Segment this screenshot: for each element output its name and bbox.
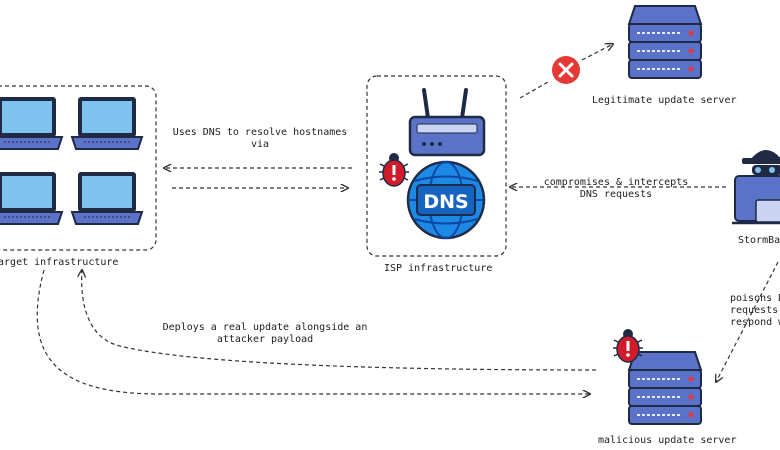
dns-resolve-caption-line1: Uses DNS to resolve hostnames [172, 127, 348, 138]
connectors [36, 44, 779, 394]
laptop-icon [70, 172, 144, 225]
isp-boundary-box [366, 75, 507, 257]
compromise-caption-line2: DNS requests [579, 189, 653, 200]
arrow-isp-to-legit-server [519, 81, 549, 99]
laptop-icon [70, 97, 144, 150]
compromise-caption: compromises & intercepts DNS requests [534, 177, 698, 201]
poison-caption: poisons D requests respond w [730, 293, 780, 329]
dns-badge-text: DNS [423, 191, 468, 213]
target-infrastructure-label: Target infrastructure [0, 257, 119, 268]
attacker-spy-icon [732, 150, 780, 225]
isp-infrastructure-group: DNS [366, 75, 507, 257]
target-infrastructure-group [0, 85, 157, 251]
attacker-label: StormBa [738, 235, 780, 246]
isp-infrastructure-label: ISP infrastructure [384, 263, 493, 274]
dns-resolve-caption: Uses DNS to resolve hostnames via [172, 127, 348, 151]
deploy-caption-line1: Deploys a real update alongside an [162, 322, 368, 333]
compromise-caption-line1: compromises & intercepts [543, 177, 689, 188]
arrow-target-to-malicious-server [36, 269, 590, 394]
arrow-malicious-server-to-target [82, 270, 597, 371]
legitimate-server-icon [627, 5, 703, 79]
laptop-icon [0, 172, 64, 225]
router-icon [408, 88, 486, 157]
dns-resolve-caption-line2: via [250, 139, 270, 150]
poison-caption-line2: requests [730, 305, 779, 316]
poison-caption-line1: poisons D [730, 293, 780, 304]
bug-icon [379, 153, 409, 187]
target-boundary-box [0, 85, 157, 251]
laptop-icon [0, 97, 64, 150]
malicious-server-label: malicious update server [598, 435, 737, 446]
poison-caption-line3: respond w [730, 317, 780, 328]
deploy-caption: Deploys a real update alongside an attac… [155, 322, 375, 346]
dns-globe-icon: DNS [406, 160, 486, 240]
bug-icon [613, 329, 643, 363]
arrow-attacker-to-malicious-server [716, 261, 779, 382]
error-x-icon [552, 56, 580, 84]
legitimate-server-label: Legitimate update server [592, 95, 737, 106]
arrow-isp-to-legit-server-tail [581, 44, 613, 61]
deploy-caption-line2: attacker payload [216, 334, 314, 345]
malicious-server-icon [627, 351, 703, 425]
